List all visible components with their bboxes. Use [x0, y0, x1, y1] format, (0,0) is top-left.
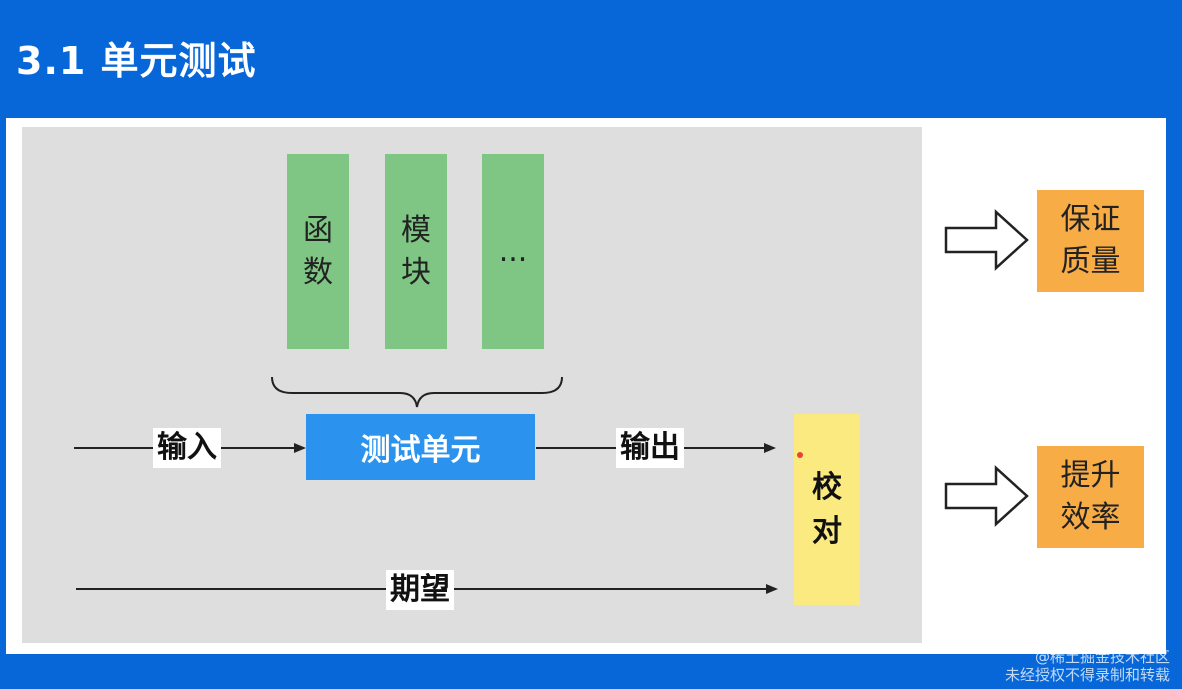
green-box-function: 函 数	[287, 154, 349, 349]
result-efficiency-box: 提升 效率	[1037, 446, 1144, 548]
pointer-dot	[797, 452, 803, 458]
green-box-module: 模 块	[385, 154, 447, 349]
result-arrow-quality	[944, 209, 1029, 271]
input-label: 输入	[153, 428, 221, 468]
green-box-more: ...	[482, 154, 544, 349]
watermark-line-2: 未经授权不得录制和转载	[1004, 666, 1170, 684]
test-unit-box: 测试单元	[306, 414, 535, 480]
result-quality-box: 保证 质量	[1037, 190, 1144, 292]
diagram-area	[22, 127, 922, 643]
curly-brace	[271, 376, 563, 408]
check-box: 校 对	[794, 414, 860, 605]
watermark-line-1: @稀土掘金技术社区	[1034, 648, 1170, 666]
output-label: 输出	[616, 428, 684, 468]
result-arrow-efficiency	[944, 465, 1029, 527]
slide-title: 3.1 单元测试	[16, 39, 257, 83]
expect-label: 期望	[386, 570, 454, 610]
watermark: @稀土掘金技术社区 未经授权不得录制和转载	[1005, 648, 1170, 684]
